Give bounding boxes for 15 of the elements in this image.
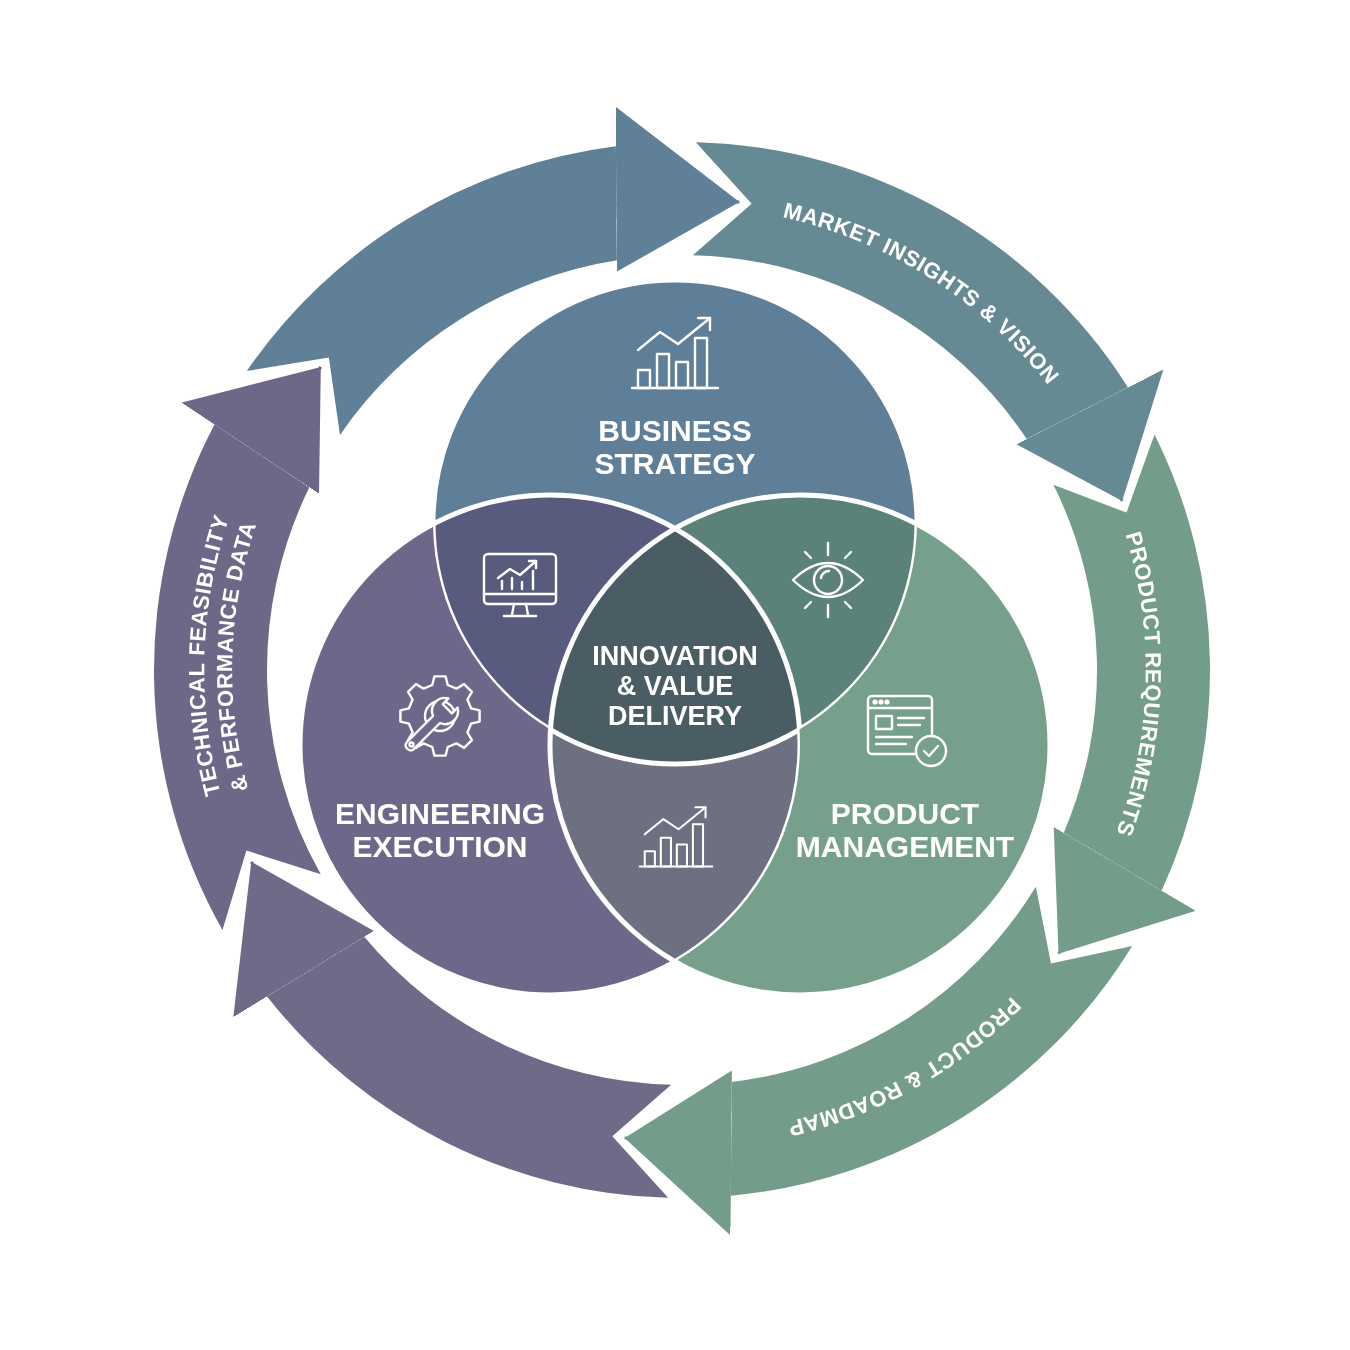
circle-title: BUSINESS STRATEGY xyxy=(593,413,757,481)
arrow-band xyxy=(267,936,672,1198)
circle-title: PRODUCT MANAGEMENT xyxy=(794,796,1016,864)
arrow-band xyxy=(154,424,321,930)
arrow-band xyxy=(1053,434,1210,891)
circle-title: ENGINEERING EXECUTION xyxy=(334,796,546,864)
arrowhead xyxy=(624,1070,732,1236)
venn-circle xyxy=(550,495,1050,995)
arrowhead xyxy=(615,106,740,272)
arrow-band xyxy=(730,886,1133,1196)
arrowhead xyxy=(233,861,374,1018)
center-title: INNOVATION & VALUE DELIVERY xyxy=(591,640,759,732)
arrowhead xyxy=(1053,827,1196,955)
arrowhead xyxy=(1016,369,1164,502)
arrowhead xyxy=(181,366,323,494)
